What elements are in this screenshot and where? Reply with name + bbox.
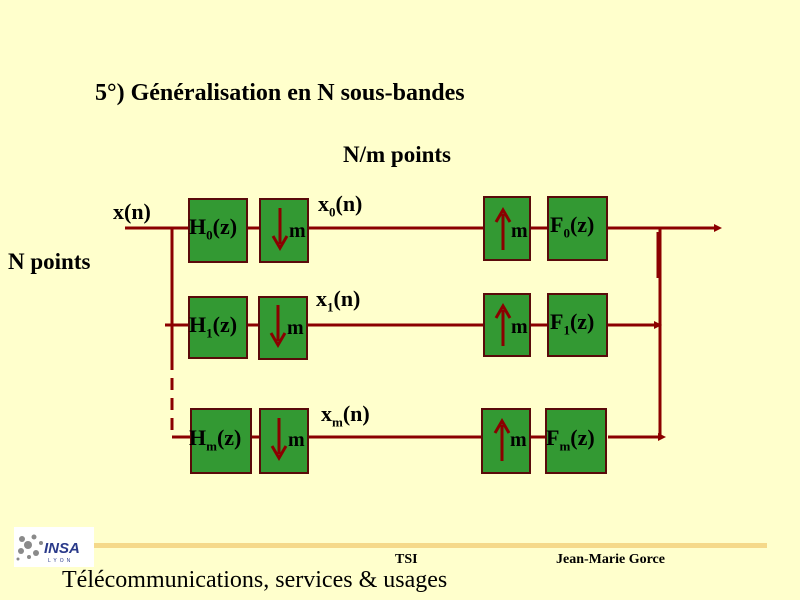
output-arrowhead — [714, 224, 722, 232]
analysis-filter-0-label: H0(z) — [189, 214, 238, 243]
downsampler-m — [259, 408, 309, 474]
down-arrow-icon — [269, 305, 287, 348]
synthesis-filter-0 — [547, 196, 608, 261]
downsampler-0 — [259, 198, 309, 263]
input-points-label: N points — [8, 249, 91, 274]
upsampler-1 — [483, 293, 531, 357]
upsampler-0 — [483, 196, 531, 261]
synthesis-filter-0-label: F0(z) — [550, 212, 595, 241]
channel-0-signal-label: x0(n) — [318, 191, 363, 220]
svg-text:LYON: LYON — [48, 558, 73, 564]
synthesis-filter-1 — [547, 293, 608, 357]
upsampler-m — [481, 408, 531, 474]
analysis-filter-1-label: H1(z) — [189, 312, 238, 341]
up-arrow-icon — [494, 303, 512, 346]
input-signal-label: x(n) — [113, 199, 151, 224]
up-arrow-icon — [493, 418, 511, 461]
analysis-filter-0 — [188, 198, 248, 263]
synthesis-filter-m-label: Fm(z) — [546, 425, 595, 454]
footer-bar — [90, 543, 767, 548]
subband-points-label: N/m points — [343, 142, 451, 167]
synthesis-filter-m — [545, 408, 607, 474]
down-arrow-icon — [270, 418, 288, 461]
synthesis-filter-1-label: F1(z) — [550, 309, 595, 338]
channel-1-signal-label: x1(n) — [316, 286, 361, 315]
course-label: TSI — [395, 552, 418, 567]
downsample-factor-0: m — [289, 220, 306, 242]
upsample-factor-0: m — [511, 220, 528, 242]
insa-logo: INSA LYON — [14, 527, 94, 567]
department-label: Télécommunications, services & usages — [62, 567, 448, 593]
downsample-factor-m: m — [288, 429, 305, 451]
sum-arrowhead-1 — [654, 321, 662, 329]
upsample-factor-1: m — [511, 316, 528, 338]
channel-m-signal-label: xm(n) — [321, 401, 370, 430]
up-arrow-icon — [494, 207, 512, 250]
slide-title: 5°) Généralisation en N sous-bandes — [95, 80, 465, 106]
downsample-factor-1: m — [287, 317, 304, 339]
downsampler-1 — [258, 296, 308, 360]
analysis-filter-m — [190, 408, 252, 474]
sum-arrowhead-m — [658, 433, 666, 441]
author-label: Jean-Marie Gorce — [556, 552, 665, 567]
upsample-factor-m: m — [510, 429, 527, 451]
svg-text:INSA: INSA — [44, 540, 80, 557]
analysis-filter-1 — [188, 296, 248, 359]
down-arrow-icon — [271, 208, 289, 251]
analysis-filter-m-label: Hm(z) — [189, 425, 242, 454]
